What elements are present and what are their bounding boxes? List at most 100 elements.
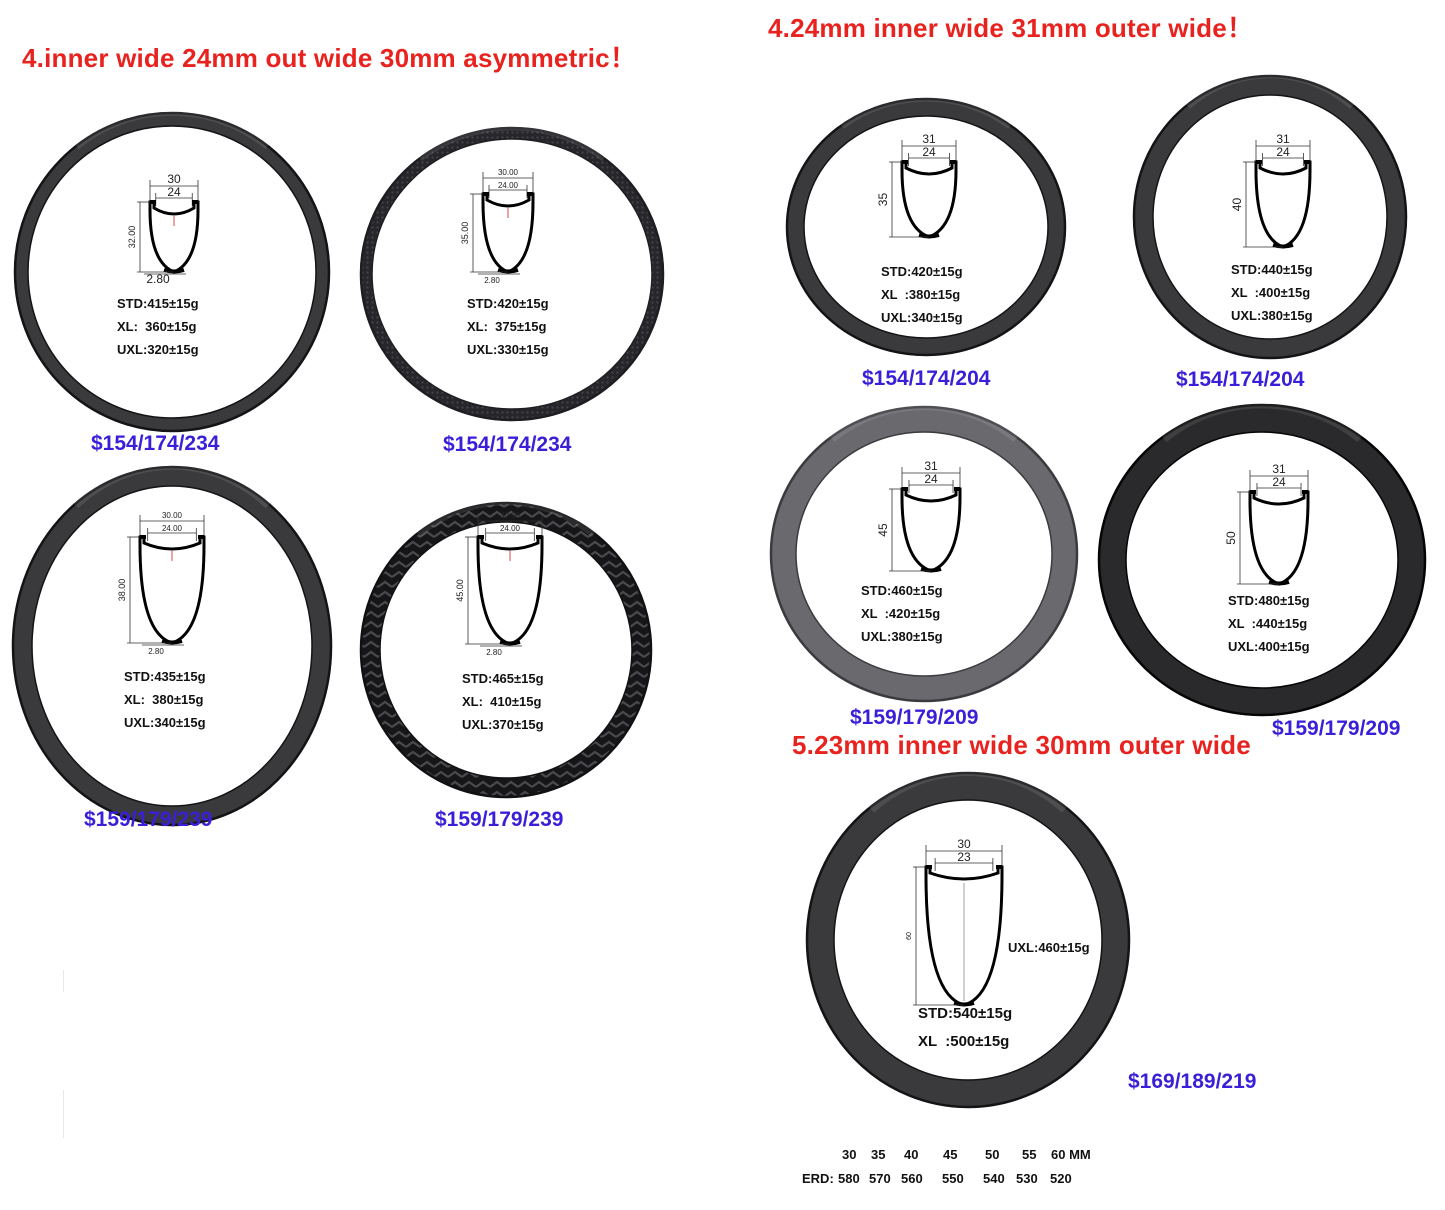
rim-profile-diagram (889, 140, 958, 239)
wall-thickness-label: 2.80 (146, 272, 170, 286)
rim-profile-diagram (1243, 140, 1312, 249)
std-weight: STD:420±15g (467, 296, 549, 311)
section-4a-heading: 4.inner wide 24mm out wide 30mm asymmetr… (22, 43, 637, 73)
outer-width-label: 31 (922, 132, 936, 146)
uxl-weight: UXL:340±15g (881, 310, 963, 325)
depth-label: 40 (1230, 198, 1244, 212)
xl-weight: XL: 375±15g (467, 319, 547, 334)
rim-ring (360, 502, 652, 798)
inner-width-label: 23 (957, 850, 971, 864)
inner-width-label: 24 (1272, 475, 1286, 489)
rim-profile-diagram (1237, 470, 1310, 586)
erd-value-row: ERD: 580 570 560 550 540 530 520 (800, 1171, 1120, 1187)
rim-profile-diagram (470, 172, 535, 274)
outer-width-label: 30 (167, 172, 181, 186)
rim-profile-diagram (465, 515, 544, 646)
outer-width-label: 31 (1276, 132, 1290, 146)
std-weight: STD:440±15g (1231, 262, 1313, 277)
depth-label: 35 (876, 193, 890, 207)
inner-width-label: 24.00 (162, 524, 183, 533)
outer-width-label: 30.00 (500, 511, 521, 520)
std-weight: STD:540±15g (918, 1005, 1013, 1022)
uxl-weight: UXL:340±15g (124, 715, 206, 730)
depth-label: 35.00 (460, 222, 470, 245)
xl-weight: XL :420±15g (861, 606, 941, 621)
std-weight: STD:480±15g (1228, 593, 1310, 608)
inner-width-label: 24.00 (500, 524, 521, 533)
std-weight: STD:415±15g (117, 296, 199, 311)
depth-label: 45.00 (455, 579, 465, 602)
erd-540: 540 (983, 1171, 1005, 1186)
rim-ring (1098, 404, 1426, 716)
uxl-weight: UXL:460±15g (1008, 940, 1090, 955)
depth-label: 60 (906, 932, 913, 940)
outer-width-label: 31 (924, 459, 938, 473)
uxl-weight: UXL:330±15g (467, 342, 549, 357)
xl-weight: XL :500±15g (918, 1033, 1010, 1050)
rim-profile-diagram (137, 180, 200, 274)
depth-55: 55 (1022, 1147, 1037, 1162)
depth-40: 40 (904, 1147, 919, 1162)
inner-width-label: 24 (1276, 145, 1290, 159)
uxl-weight: UXL:400±15g (1228, 639, 1310, 654)
price-label: $154/174/204 (862, 367, 991, 390)
xl-weight: XL :400±15g (1231, 285, 1311, 300)
erd-570: 570 (869, 1171, 891, 1186)
depth-30: 30 (842, 1147, 857, 1162)
section-4b-heading: 4.24mm inner wide 31mm outer wide！ (768, 13, 1254, 43)
uxl-weight: UXL:370±15g (462, 717, 544, 732)
erd-560: 560 (901, 1171, 923, 1186)
outer-width-label: 30.00 (162, 511, 183, 520)
xl-weight: XL: 360±15g (117, 319, 197, 334)
std-weight: STD:435±15g (124, 669, 206, 684)
price-label: $154/174/204 (1176, 368, 1305, 391)
rim-ring (14, 112, 330, 432)
depth-label: 38.00 (117, 579, 127, 602)
erd-depth-row: 30 35 40 45 50 55 60 MM (800, 1147, 1120, 1163)
rim-ring (360, 127, 664, 421)
xl-weight: XL: 410±15g (462, 694, 542, 709)
xl-weight: XL: 380±15g (124, 692, 204, 707)
inner-width-label: 24 (167, 185, 181, 199)
erd-520: 520 (1050, 1171, 1072, 1186)
depth-label: 50 (1224, 531, 1238, 545)
price-label: $159/179/239 (84, 808, 213, 831)
erd-580: 580 (838, 1171, 860, 1186)
price-label: $159/179/239 (435, 808, 564, 831)
price-label: $159/179/209 (850, 706, 979, 729)
depth-35: 35 (871, 1147, 886, 1162)
price-label: $169/189/219 (1128, 1070, 1257, 1093)
wall-thickness-label: 2.80 (148, 647, 164, 656)
price-label: $159/179/209 (1272, 717, 1401, 740)
rim-ring (12, 466, 332, 826)
outer-width-label: 30 (957, 837, 971, 851)
inner-width-label: 24.00 (498, 181, 519, 190)
depth-label: 32.00 (127, 226, 137, 249)
rim-profile-diagram (127, 515, 206, 645)
xl-weight: XL :380±15g (881, 287, 961, 302)
xl-weight: XL :440±15g (1228, 616, 1308, 631)
erd-530: 530 (1016, 1171, 1038, 1186)
price-label: $154/174/234 (443, 433, 572, 456)
erd-label: ERD: (802, 1171, 834, 1186)
depth-label: 45 (876, 523, 890, 537)
uxl-weight: UXL:380±15g (1231, 308, 1313, 323)
std-weight: STD:465±15g (462, 671, 544, 686)
uxl-weight: UXL:320±15g (117, 342, 199, 357)
wall-thickness-label: 2.80 (484, 276, 500, 285)
rim-profile-diagram (913, 845, 1004, 1007)
guide-line (63, 970, 64, 992)
depth-45: 45 (943, 1147, 958, 1162)
inner-width-label: 24 (924, 472, 938, 486)
std-weight: STD:460±15g (861, 583, 943, 598)
outer-width-label: 31 (1272, 462, 1286, 476)
erd-550: 550 (942, 1171, 964, 1186)
std-weight: STD:420±15g (881, 264, 963, 279)
rim-ring (770, 406, 1078, 702)
price-label: $154/174/234 (91, 432, 220, 455)
inner-width-label: 24 (922, 145, 936, 159)
guide-line (63, 1090, 64, 1138)
outer-width-label: 30.00 (498, 168, 519, 177)
section-5-heading: 5.23mm inner wide 30mm outer wide (792, 730, 1251, 760)
wall-thickness-label: 2.80 (486, 648, 502, 657)
